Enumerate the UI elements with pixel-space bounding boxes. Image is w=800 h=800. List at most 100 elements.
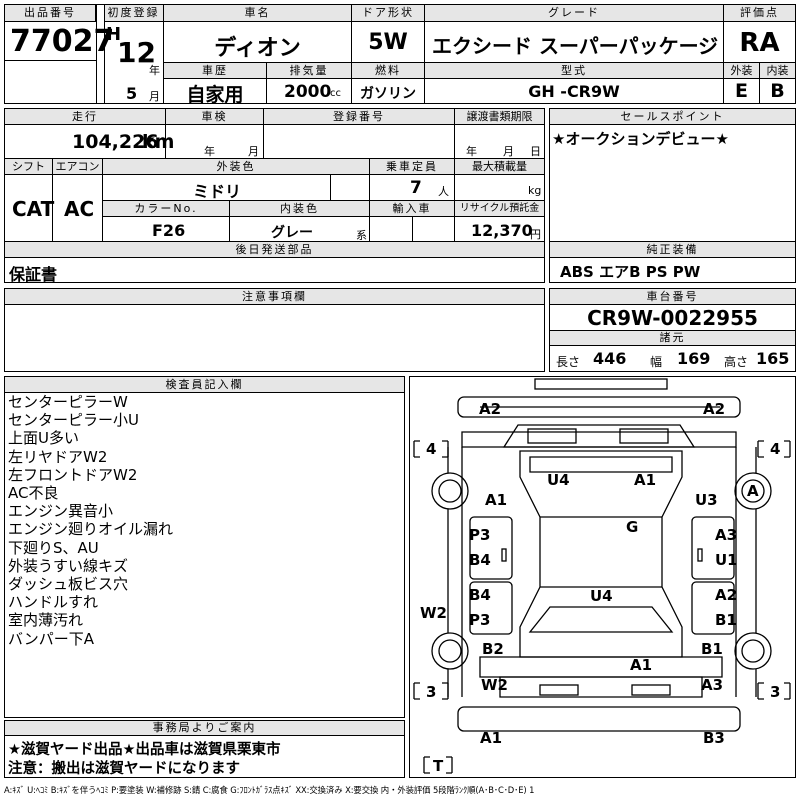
load-unit: kg — [528, 184, 542, 197]
width-label: 幅 — [650, 355, 663, 369]
later-parts-text: 保証書 — [9, 265, 58, 284]
mark-u3-right-rear: U3 — [695, 491, 718, 509]
equipment-label: 純正装備 — [550, 242, 795, 258]
office-line-2: 注意：搬出は滋賀ヤードになります — [8, 761, 240, 777]
color-value: ミドリ — [193, 182, 242, 201]
height-value: 165 — [756, 349, 790, 368]
month-unit: 月 — [149, 90, 160, 103]
inspector-note: エンジン廻りオイル漏れ — [8, 520, 174, 539]
mark-b2-left: B2 — [482, 640, 504, 658]
import-label: 輸入車 — [370, 201, 454, 217]
model-value: GH -CR9W — [528, 82, 620, 101]
caution-label: 注意事項欄 — [5, 289, 544, 305]
recycle-unit: 円 — [530, 228, 541, 241]
transfer-year-unit: 年 — [466, 145, 477, 158]
tire-mark-rl: 4 — [426, 440, 437, 458]
color-no-label: カラーNo. — [103, 201, 229, 217]
tire-mark-fl: 3 — [426, 683, 437, 701]
era: H — [106, 24, 122, 45]
inspector-note: ハンドルすれ — [8, 593, 99, 612]
mark-a3-right-front: A3 — [701, 676, 724, 694]
interior-color-value: グレー — [271, 225, 313, 241]
height-label: 高さ — [724, 355, 749, 369]
capacity-value: 7 — [410, 178, 422, 198]
sales-point-label: セールスポイント — [550, 109, 795, 125]
mileage-unit: km — [142, 131, 175, 153]
interior-value: B — [770, 80, 785, 102]
interior-color-label: 内装色 — [230, 201, 369, 217]
inspector-note: バンパー下A — [8, 629, 95, 648]
aircon-label: エアコン — [53, 159, 102, 175]
year-unit: 年 — [149, 64, 160, 77]
fuel-value: ガソリン — [360, 86, 416, 102]
sales-point-text: ★オークションデビュー★ — [552, 130, 729, 148]
model-label: 型式 — [425, 63, 723, 79]
equipment-text: ABS エアB PS PW — [560, 263, 701, 281]
car-name-label: 車名 — [164, 5, 351, 22]
mark-w2-left: W2 — [420, 604, 447, 622]
color-label: 外装色 — [103, 159, 369, 175]
mark-g-roof: G — [626, 518, 639, 536]
door-label: ドア形状 — [352, 5, 424, 22]
mark-a1-front-bumper: A1 — [480, 729, 503, 747]
shift-label: シフト — [5, 159, 52, 175]
grade-value: エクシード スーパーパッケージ — [432, 34, 719, 58]
inspection-year-unit: 年 — [204, 145, 215, 158]
history-value: 自家用 — [186, 84, 244, 106]
inspector-label: 検査員記入欄 — [5, 377, 404, 393]
displacement-value: 2000 — [284, 82, 332, 102]
inspector-note: 下廻りS、AU — [8, 538, 99, 557]
tire-mark-rr: 4 — [770, 440, 781, 458]
interior-color-unit: 系 — [356, 229, 367, 242]
score-label: 評価点 — [724, 5, 795, 22]
inspector-box — [4, 376, 405, 718]
chassis-number: CR9W-0022955 — [587, 306, 758, 330]
mark-b3-front-bumper: B3 — [703, 729, 725, 747]
dims-label: 諸元 — [550, 331, 795, 346]
mark-b4-left-front: B4 — [469, 586, 491, 604]
car-name: ディオン — [214, 36, 301, 61]
transfer-day-unit: 日 — [530, 145, 541, 158]
first-reg-month: 5 — [126, 84, 138, 103]
mark-a3-right-door: A3 — [715, 526, 738, 544]
inspection-label: 車検 — [166, 109, 263, 125]
lot-number: 77027 — [10, 24, 115, 59]
mark-u1-right-door: U1 — [715, 551, 738, 569]
mark-w2-left-front: W2 — [481, 676, 508, 694]
inspector-note: 室内薄汚れ — [8, 611, 84, 630]
registration-label: 登録番号 — [264, 109, 454, 125]
office-line-1: ★滋賀ヤード出品★出品車は滋賀県栗東市 — [8, 742, 281, 758]
capacity-unit: 人 — [438, 185, 449, 198]
tire-mark-fr: 3 — [770, 683, 781, 701]
transfer-label: 譲渡書類期限 — [455, 109, 544, 125]
length-value: 446 — [593, 349, 627, 368]
recycle-label: リサイクル預託金 — [455, 201, 544, 217]
first-reg-label: 初度登録 — [104, 5, 163, 22]
mark-b4-left: B4 — [469, 551, 491, 569]
displacement-label: 排気量 — [267, 63, 351, 79]
recycle-value: 12,370 — [471, 221, 533, 240]
shift-value: CAT — [12, 197, 55, 221]
inspector-note: センターピラーW — [8, 393, 128, 411]
lot-number-label: 出品番号 — [5, 5, 96, 22]
door-value: 5W — [368, 30, 408, 55]
inspector-notes: センターピラーW センターピラー小U 上面U多い 左リヤドアW2 左フロントドア… — [8, 393, 173, 648]
exterior-label: 外装 — [724, 63, 759, 79]
mark-a2-rear-right: A2 — [703, 400, 726, 418]
aircon-value: AC — [64, 197, 95, 221]
inspector-note: 左フロントドアW2 — [8, 465, 138, 484]
car-outline — [413, 378, 791, 774]
mark-a1-hood: A1 — [630, 656, 653, 674]
mileage-value: 104,226 — [72, 131, 159, 153]
mark-a2-rear-left: A2 — [479, 400, 502, 418]
first-reg-year: 12 — [117, 36, 156, 69]
mark-a1-left-rear: A1 — [485, 491, 508, 509]
spare-tire-mark: T — [433, 757, 444, 775]
mark-u4-center: U4 — [590, 587, 613, 605]
color-no-value: F26 — [152, 221, 186, 240]
office-label: 事務局よりご案内 — [5, 721, 404, 736]
sales-point-box — [549, 108, 796, 242]
chassis-label: 車台番号 — [550, 289, 795, 305]
inspector-note: センターピラー小U — [8, 411, 139, 430]
damage-diagram — [409, 376, 796, 778]
